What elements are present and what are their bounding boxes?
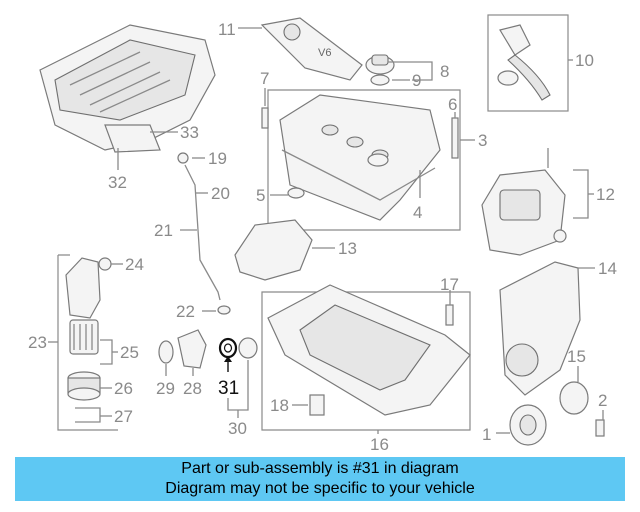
breather-hose-drawing [497, 24, 551, 101]
oil-filter-housing-drawing [65, 257, 112, 319]
highlighted-part-31-drawing [218, 337, 238, 359]
callout-25: 25 [120, 343, 139, 362]
seal-29-drawing [158, 340, 174, 364]
info-banner-line-1: Part or sub-assembly is #31 in diagram [181, 460, 459, 477]
info-banner-line-2: Diagram may not be specific to your vehi… [165, 480, 475, 497]
bolt-6-drawing [451, 117, 459, 159]
callout-22: 22 [176, 302, 195, 321]
callout-20: 20 [211, 184, 230, 203]
oring-27-bracket [75, 407, 101, 423]
oil-pan-group-box [261, 291, 471, 431]
callout-8: 8 [440, 62, 449, 81]
callout-26: 26 [114, 379, 133, 398]
info-banner: Part or sub-assembly is #31 in diagram D… [15, 457, 625, 501]
callout-6: 6 [448, 95, 457, 114]
seal-5-drawing [287, 187, 305, 199]
callout-10: 10 [575, 51, 594, 70]
callout-18: 18 [270, 396, 289, 415]
callout-32: 32 [108, 173, 127, 192]
drain-plug-17-drawing [445, 304, 454, 326]
callout-5: 5 [256, 186, 265, 205]
callout-3: 3 [478, 131, 487, 150]
callout-30: 30 [228, 419, 247, 438]
callout-27: 27 [114, 407, 133, 426]
callout-31: 31 [218, 378, 239, 399]
callout-9: 9 [412, 71, 421, 90]
callout-13: 13 [338, 239, 357, 258]
callout-24: 24 [125, 255, 144, 274]
seal-15-drawing [559, 381, 589, 415]
parts-diagram: 33 32 V6 11 8 9 3 4 5 6 7 [28, 14, 617, 454]
timing-cover-drawing [481, 148, 567, 256]
part-30-drawing [238, 337, 258, 359]
callout-4: 4 [413, 203, 422, 222]
callout-14: 14 [598, 259, 617, 278]
part-28-drawing [177, 329, 207, 369]
callout-1: 1 [482, 425, 491, 444]
crank-pulley-drawing [509, 404, 547, 446]
callout-7: 7 [260, 69, 269, 88]
callout-28: 28 [183, 379, 202, 398]
intake-manifold-drawing [39, 24, 216, 153]
callout-19: 19 [208, 149, 227, 168]
callout-29: 29 [156, 379, 175, 398]
valve-cover-group-box [267, 89, 461, 231]
bolt-2-drawing [595, 419, 605, 437]
oil-filter-element-drawing [69, 319, 99, 355]
callout-16: 16 [370, 435, 389, 454]
valve-cover-drawing [279, 94, 441, 221]
oil-pan-drawing [267, 284, 471, 416]
breather-group-box [487, 14, 569, 112]
callout-12: 12 [596, 185, 615, 204]
callout-23: 23 [28, 333, 47, 352]
cover-badge-text: V6 [318, 47, 331, 59]
oil-filler-cap-drawing [365, 54, 395, 86]
callout-33: 33 [180, 123, 199, 142]
callout-2: 2 [598, 391, 607, 410]
cover-plate-drawing [234, 219, 313, 281]
oil-filter-cap-drawing [67, 371, 101, 401]
sensor-18-drawing [309, 394, 325, 416]
callout-15: 15 [567, 347, 586, 366]
callout-17: 17 [440, 275, 459, 294]
front-cover-drawing [499, 261, 581, 396]
engine-cover-drawing: V6 [260, 17, 363, 81]
callout-11: 11 [218, 20, 236, 39]
callout-21: 21 [154, 221, 173, 240]
bolt-7-drawing [261, 107, 269, 129]
oil-filter-group-box [57, 254, 118, 431]
dipstick-drawing [177, 152, 231, 315]
